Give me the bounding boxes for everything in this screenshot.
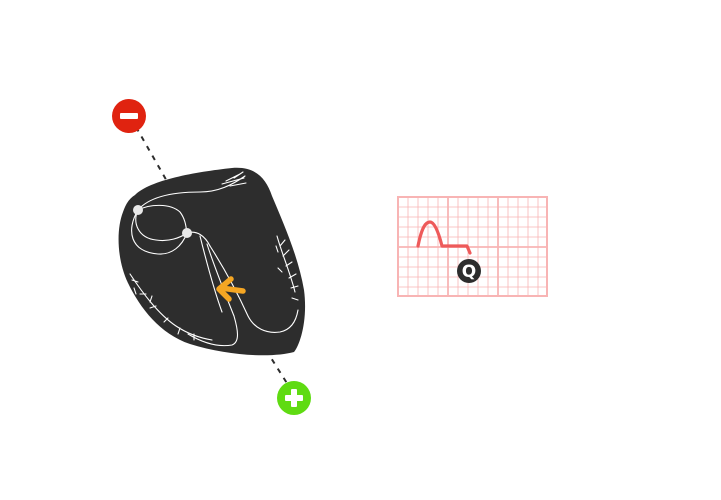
- av-node: [182, 228, 192, 238]
- conduction-system: [129, 171, 299, 347]
- sa-node: [133, 205, 143, 215]
- right-bundle-branch: [199, 235, 223, 313]
- ecg-strip: Q: [397, 196, 548, 297]
- depolarization-arrow-head: [216, 276, 234, 302]
- depolarization-arrow: [216, 276, 246, 302]
- minus-icon: [120, 113, 138, 119]
- heart-illustration: [118, 167, 306, 356]
- lead-axis-lower-segment: [265, 349, 291, 389]
- q-wave-label: Q: [462, 262, 476, 282]
- internodal-pathway-middle: [135, 209, 188, 242]
- purkinje-fibres-right-wall: [275, 235, 299, 301]
- q-wave-badge: [457, 259, 481, 283]
- ecg-trace: [416, 220, 472, 255]
- purkinje-fibres-left-wall: [129, 273, 213, 341]
- internodal-pathway-posterior: [131, 209, 188, 255]
- left-bundle-branch-inner: [187, 243, 239, 347]
- heart-silhouette: [118, 167, 306, 356]
- ecg-grid-border: [397, 196, 548, 297]
- atrial-pathway-upper: [137, 175, 246, 211]
- depolarization-arrow-shaft: [218, 285, 246, 294]
- positive-electrode: [277, 381, 311, 415]
- ecg-grid: [397, 196, 548, 297]
- lead-axis: [135, 126, 291, 389]
- atrial-branch-fan: [221, 171, 247, 187]
- plus-icon: [285, 389, 303, 407]
- lead-axis-upper-segment: [135, 126, 173, 191]
- negative-electrode: [112, 99, 146, 133]
- internodal-pathway-anterior: [137, 204, 188, 234]
